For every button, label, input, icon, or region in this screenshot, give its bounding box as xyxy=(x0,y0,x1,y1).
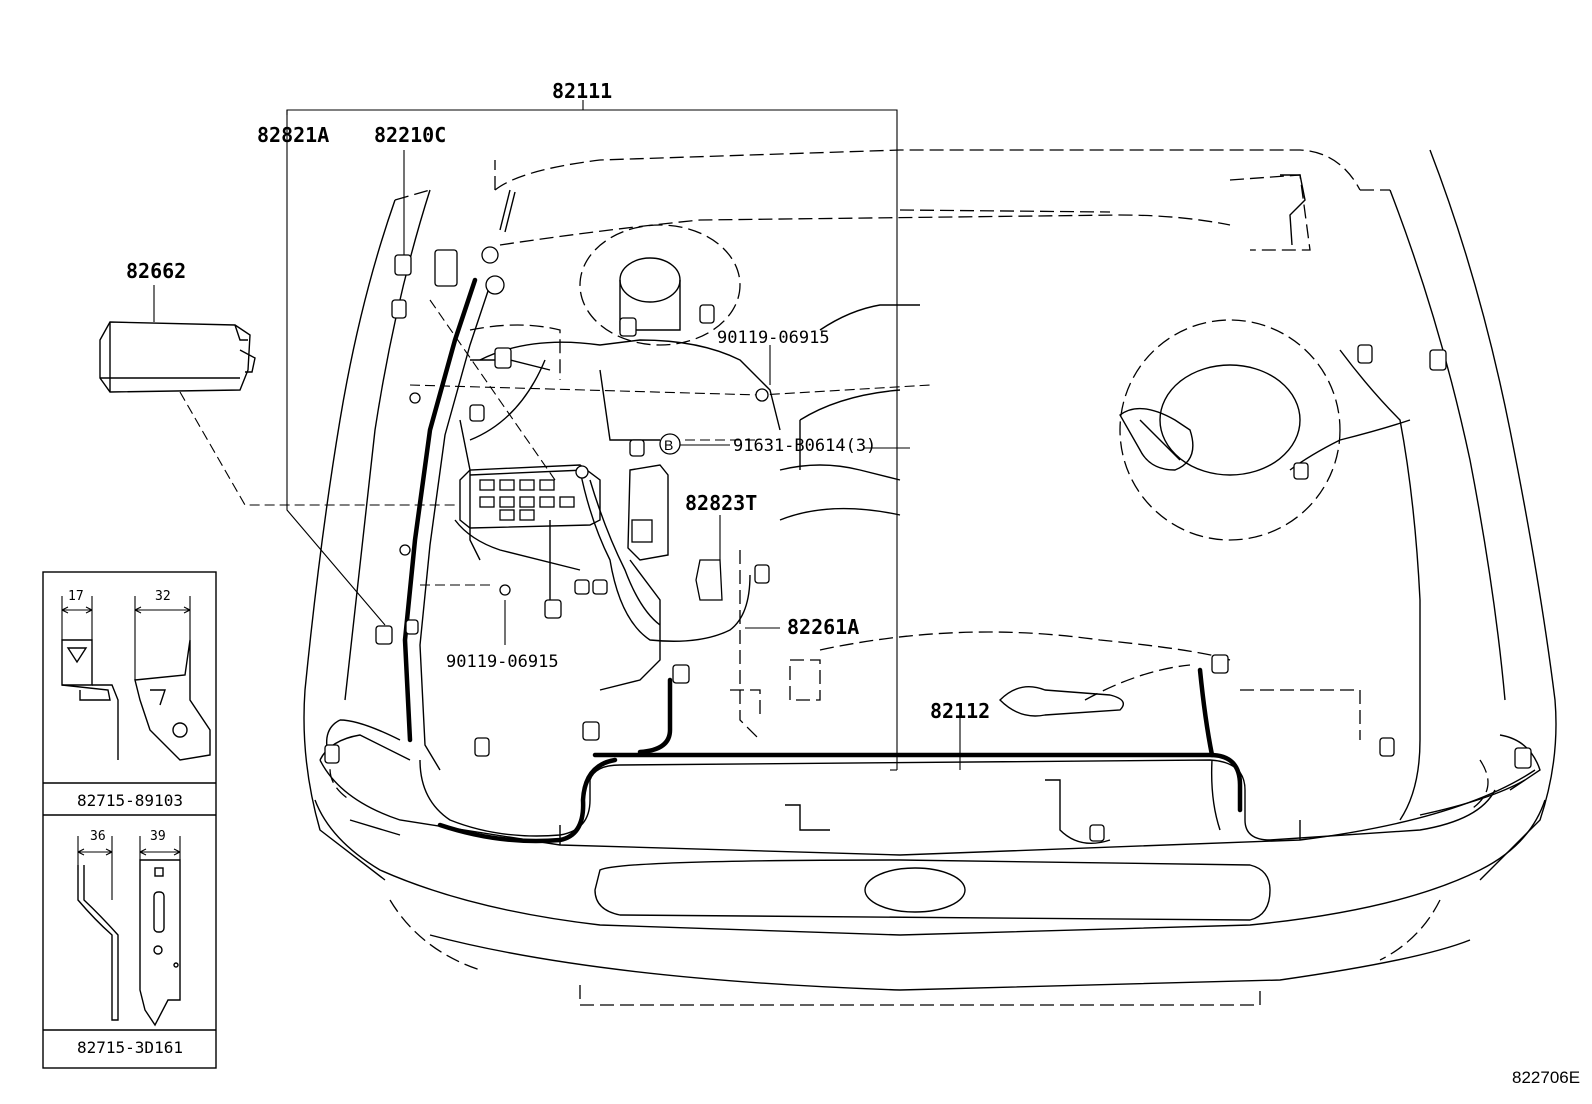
label-82821A: 82821A xyxy=(257,123,329,147)
part-no-82715-3D161: 82715-3D161 xyxy=(77,1038,183,1057)
callout-leaders xyxy=(153,100,961,771)
part-no-82715-89103: 82715-89103 xyxy=(77,791,183,810)
relay-cover-part xyxy=(99,321,460,506)
label-82111: 82111 xyxy=(552,79,612,103)
clip-b-marker-circle xyxy=(659,433,681,455)
label-91631: 91631-B0614(3) xyxy=(733,436,876,456)
bracket-89103-drawing xyxy=(61,596,211,761)
label-82112: 82112 xyxy=(930,699,990,723)
label-bolt-top: 90119-06915 xyxy=(717,328,830,348)
dim-36: 36 xyxy=(90,829,106,844)
figure-reference: 822706E xyxy=(1512,1068,1580,1087)
relay-block xyxy=(459,464,669,561)
clip-b-marker: B xyxy=(664,437,673,453)
label-82823T: 82823T xyxy=(685,491,757,515)
label-82662: 82662 xyxy=(126,259,186,283)
bracket-inset: 17 32 82715-89103 36 39 82715-3D161 xyxy=(42,571,217,1069)
callout-labels: 82111 82821A 82210C 82662 90119-06915 B … xyxy=(126,79,990,723)
dim-39: 39 xyxy=(150,829,166,844)
label-bolt-bottom: 90119-06915 xyxy=(446,652,559,672)
vehicle-outline xyxy=(303,149,1557,1006)
dim-32: 32 xyxy=(155,589,171,604)
connectors xyxy=(324,189,1532,842)
bracket-3d161-drawing xyxy=(77,836,181,1027)
label-82210C: 82210C xyxy=(374,123,446,147)
inset-frame xyxy=(42,571,217,1069)
dim-17: 17 xyxy=(68,589,84,604)
label-82261A: 82261A xyxy=(787,615,859,639)
